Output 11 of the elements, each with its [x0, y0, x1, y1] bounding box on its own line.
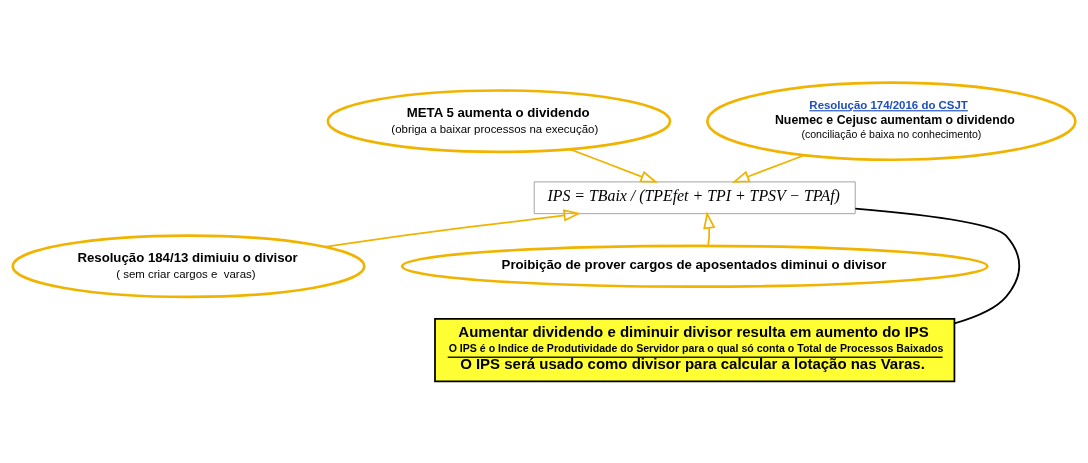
node-box: IPS = TBaix / (TPEfet + TPI + TPSV − TPAf) — [533, 180, 856, 214]
connector — [854, 207, 1021, 324]
arrow — [731, 153, 805, 183]
node-ellipse: Proibição de prover cargos de aposentados diminui o divisor — [400, 244, 989, 288]
arrow — [323, 208, 582, 248]
node-ellipse: META 5 aumenta o dividendo (obriga a baixar processos na execução) — [326, 88, 672, 153]
arrow — [703, 210, 716, 246]
node-box: Aumentar dividendo e diminuir divisor resulta em aumento do IPS O IPS é o Indice de Produtividade do Servidor para o qual só conta o Total de Processos Baixados O IPS será usado como divisor para calcular a lotação nas Varas. — [434, 317, 956, 382]
node-ellipse: Resolução 184/13 dimiuiu o divisor ( sem criar cargos e varas) — [11, 233, 366, 298]
node-ellipse: Resolução 174/2016 do CSJT Nuemec e Cejusc aumentam o dividendo (conciliação é baixa no conhecimento) — [706, 80, 1077, 161]
arrow — [568, 147, 658, 183]
